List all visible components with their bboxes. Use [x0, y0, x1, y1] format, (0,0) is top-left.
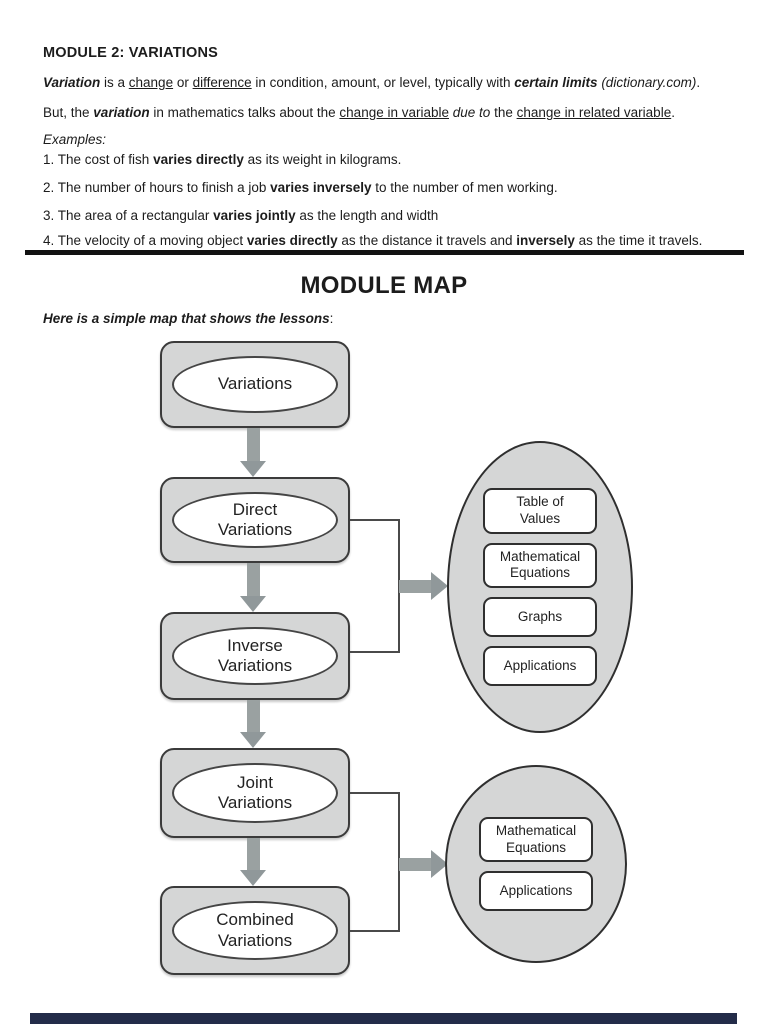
node-direct-variations-label: Direct Variations: [217, 499, 293, 539]
node-direct-variations: Direct Variations: [160, 477, 350, 563]
lesson-item-applications: Applications: [483, 646, 597, 687]
down-arrow-2-head: [240, 596, 266, 612]
right-arrow-bottom-shaft: [399, 858, 432, 871]
down-arrow-3-shaft: [247, 700, 260, 732]
lesson-item-label: Mathematical Equations: [495, 822, 577, 855]
lesson-item-label: Applications: [503, 657, 577, 673]
module-map-flowchart: Variations Direct Variations Inverse Var…: [0, 330, 768, 1010]
section-divider: [25, 250, 744, 255]
right-arrow-bottom-head: [431, 850, 448, 878]
lesson-item-applications-2: Applications: [479, 871, 593, 912]
lesson-item-mathematical-equations: Mathematical Equations: [483, 542, 597, 589]
lesson-item-graphs: Graphs: [483, 597, 597, 638]
intro-paragraph-2: But, the variation in mathematics talks …: [43, 105, 675, 120]
module-title: MODULE 2: VARIATIONS: [43, 45, 219, 61]
node-combined-variations-ellipse: Combined Variations: [172, 901, 338, 960]
node-variations-label: Variations: [217, 374, 293, 394]
examples-label: Examples:: [43, 132, 107, 147]
node-direct-variations-ellipse: Direct Variations: [172, 492, 338, 548]
lesson-item-mathematical-equations-2: Mathematical Equations: [479, 816, 593, 863]
node-joint-variations: Joint Variations: [160, 748, 350, 838]
node-joint-variations-label: Joint Variations: [217, 772, 293, 812]
connector-bracket-top: [350, 519, 400, 653]
node-inverse-variations: Inverse Variations: [160, 612, 350, 700]
down-arrow-3-head: [240, 732, 266, 748]
example-item-1: 1. The cost of fish varies directly as i…: [43, 152, 402, 167]
down-arrow-2-shaft: [247, 563, 260, 596]
node-inverse-variations-ellipse: Inverse Variations: [172, 627, 338, 685]
node-combined-variations: Combined Variations: [160, 886, 350, 975]
module-map-caption: Here is a simple map that shows the less…: [43, 311, 334, 326]
lesson-item-label: Table of Values: [516, 493, 564, 526]
down-arrow-1-shaft: [247, 428, 260, 461]
lesson-group-top-ellipse: Table of Values Mathematical Equations G…: [447, 441, 633, 733]
connector-bracket-bottom: [350, 792, 400, 932]
right-arrow-top-head: [431, 572, 448, 600]
node-joint-variations-ellipse: Joint Variations: [172, 763, 338, 823]
example-item-3: 3. The area of a rectangular varies join…: [43, 208, 439, 223]
example-item-2: 2. The number of hours to finish a job v…: [43, 180, 558, 195]
lesson-item-label: Mathematical Equations: [499, 548, 581, 581]
node-inverse-variations-label: Inverse Variations: [217, 635, 293, 675]
lesson-item-label: Graphs: [517, 608, 563, 624]
down-arrow-4-head: [240, 870, 266, 886]
right-arrow-top-shaft: [399, 580, 432, 593]
down-arrow-1-head: [240, 461, 266, 477]
example-item-4: 4. The velocity of a moving object varie…: [43, 233, 703, 248]
node-variations: Variations: [160, 341, 350, 428]
node-variations-ellipse: Variations: [172, 356, 338, 413]
lesson-item-label: Applications: [499, 882, 573, 898]
footer-bar: [30, 1013, 737, 1024]
module-map-heading: MODULE MAP: [300, 272, 468, 299]
lesson-group-bottom-ellipse: Mathematical Equations Applications: [445, 765, 627, 963]
down-arrow-4-shaft: [247, 838, 260, 870]
lesson-item-table-of-values: Table of Values: [483, 487, 597, 534]
node-combined-variations-label: Combined Variations: [216, 910, 294, 950]
intro-paragraph-1: Variation is a change or difference in c…: [43, 75, 701, 90]
